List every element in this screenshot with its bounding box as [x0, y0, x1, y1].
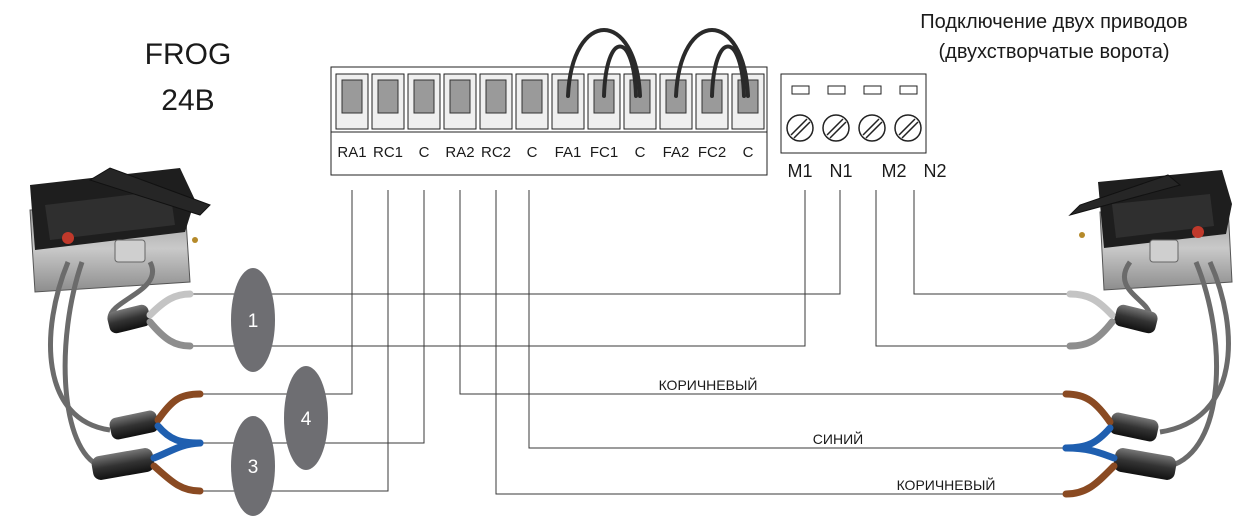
- wire-ra2: [459, 190, 1070, 395]
- motor-terminal-screw: [894, 85, 922, 142]
- gate-motor-left: [29, 167, 211, 495]
- gate-motor-right: [1062, 170, 1233, 498]
- jumper-wires: [566, 28, 750, 98]
- terminal-slot: [443, 73, 477, 130]
- motor-label: N1: [829, 161, 852, 181]
- terminal-slot: [515, 73, 549, 130]
- wire-m1: [190, 190, 806, 347]
- terminal-label: FA2: [663, 144, 690, 161]
- wire-m2: [875, 190, 1070, 347]
- terminal-slot: [371, 73, 405, 130]
- wire-label-blue: СИНИЙ: [813, 430, 863, 447]
- terminal-label: FA1: [555, 144, 582, 161]
- header-subtitle: (двухстворчатые ворота): [938, 41, 1169, 63]
- wire-c2: [528, 190, 1070, 449]
- motor-label: M2: [881, 161, 906, 181]
- wires: [190, 190, 1070, 495]
- cable-tag-label: 4: [301, 409, 312, 430]
- terminal-label: C: [419, 144, 430, 161]
- model-voltage: 24В: [161, 84, 214, 117]
- terminal-slot: [335, 73, 369, 130]
- motor-terminal-screw: [822, 85, 850, 142]
- cable-tag-4: 4: [284, 366, 328, 470]
- terminal-block: RA1 RC1 C RA2 RC2 C FA1 FC1 C FA2 FC2 C: [330, 28, 768, 176]
- terminal-label: C: [743, 144, 754, 161]
- motor-terminal-screw: [786, 85, 814, 142]
- motor-terminal-screw: [858, 85, 886, 142]
- terminal-label: C: [635, 144, 646, 161]
- cable-tag-3: 3: [231, 416, 275, 516]
- motor-label: M1: [787, 161, 812, 181]
- wire-rc2: [495, 190, 1070, 495]
- jumper-fa1-c: [566, 28, 642, 98]
- terminal-label: FC2: [698, 144, 726, 161]
- jumper-fc1-c: [602, 44, 638, 98]
- motor-terminal-block: M1 N1 M2 N2: [780, 73, 947, 181]
- wire-n1: [190, 190, 841, 295]
- header-title: Подключение двух приводов: [920, 11, 1187, 33]
- terminal-label: RC2: [481, 144, 511, 161]
- jumper-fa2-c: [674, 28, 750, 98]
- terminal-label: RA1: [337, 144, 366, 161]
- wire-n2: [913, 190, 1070, 295]
- jumper-fc2-c: [710, 44, 746, 98]
- terminal-label: RA2: [445, 144, 474, 161]
- wire-ra1: [190, 190, 353, 395]
- terminal-slot: [407, 73, 441, 130]
- wire-label-brown-bottom: КОРИЧНЕВЫЙ: [897, 476, 996, 493]
- terminal-labels: RA1 RC1 C RA2 RC2 C FA1 FC1 C FA2 FC2 C: [337, 144, 753, 161]
- terminal-label: RC1: [373, 144, 403, 161]
- terminal-slot: [479, 73, 513, 130]
- cable-tag-label: 1: [248, 311, 259, 332]
- wire-label-brown-top: КОРИЧНЕВЫЙ: [659, 376, 758, 393]
- terminal-label: FC1: [590, 144, 618, 161]
- motor-label: N2: [923, 161, 946, 181]
- model-name: FROG: [145, 38, 232, 71]
- cable-tag-label: 3: [248, 457, 259, 478]
- cable-tag-1: 1: [231, 268, 275, 372]
- terminal-label: C: [527, 144, 538, 161]
